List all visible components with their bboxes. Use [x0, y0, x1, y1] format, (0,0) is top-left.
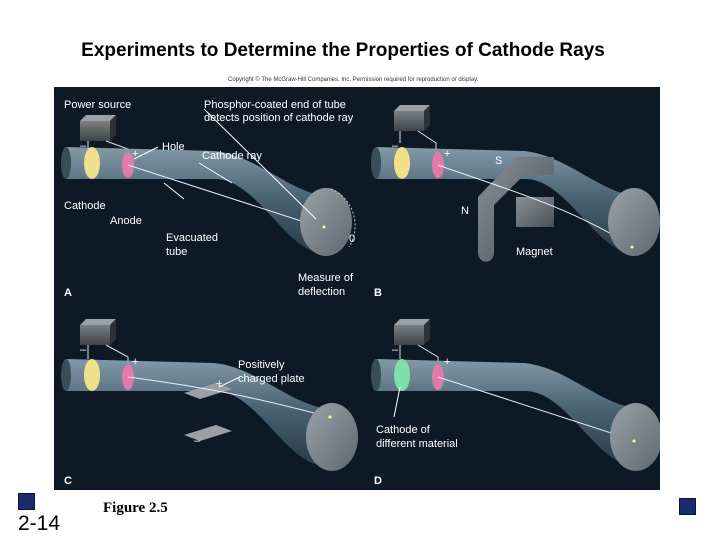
panel-letter-b: B — [374, 287, 382, 299]
cathode-ray-line — [127, 376, 330, 418]
figure-caption: Figure 2.5 — [103, 500, 168, 516]
pointer-plate — [218, 376, 241, 388]
page-title: Experiments to Determine the Properties … — [81, 40, 605, 61]
power-source-box — [80, 319, 116, 345]
nav-square-left — [18, 493, 35, 510]
panel-c: Positively charged plate + – – + C — [61, 319, 358, 487]
magnet-n-label: N — [461, 205, 469, 217]
cathode-ray-line — [437, 164, 633, 248]
phosphor-screen — [610, 403, 660, 471]
panel-letter-a: A — [64, 287, 72, 299]
plate-minus-sign: – — [194, 435, 201, 447]
phosphor-label-line2: detects position of cathode ray — [204, 112, 354, 124]
cathode-disk-different — [394, 359, 410, 391]
pointer-cathode — [393, 386, 401, 418]
evacuated-label-line1: Evacuated — [166, 232, 218, 244]
power-source-box — [394, 105, 430, 131]
tube-end-cap — [61, 147, 71, 179]
hole-label: Hole — [162, 141, 185, 153]
cathode-disk — [394, 147, 410, 179]
plus-sign-a: + — [132, 148, 138, 160]
phosphor-screen — [300, 188, 352, 256]
tube-end-cap — [371, 359, 381, 391]
positive-plate-label-line1: Positively — [238, 359, 285, 371]
cathode-disk — [84, 359, 100, 391]
cathode-material-label-line2: different material — [376, 438, 458, 450]
magnet-pole — [516, 197, 554, 227]
cathode-ray-line — [437, 376, 637, 442]
ray-spot — [630, 245, 634, 249]
power-source-box — [80, 115, 116, 141]
pointer-hole — [133, 146, 159, 160]
figure-svg: Power source Phosphor-coated end of tube… — [61, 99, 660, 487]
tube-end-cap — [371, 147, 381, 179]
magnet-s-label: S — [495, 155, 502, 167]
deflection-scale — [330, 188, 356, 248]
panel-letter-c: C — [64, 475, 72, 487]
cathode-material-label-line1: Cathode of — [376, 424, 431, 436]
ray-spot — [328, 415, 332, 419]
pointer-cathode-ray — [198, 162, 233, 184]
cathode-disk — [84, 147, 100, 179]
minus-sign-a: – — [80, 140, 87, 152]
measure-label-line2: deflection — [298, 286, 345, 298]
zero-label: 0 — [349, 233, 355, 245]
panel-b: S N Magnet – + B — [371, 105, 660, 299]
cathode-ray-figure: Power source Phosphor-coated end of tube… — [54, 87, 660, 490]
negative-plate — [184, 425, 232, 441]
power-source-box — [394, 319, 430, 345]
magnet — [478, 157, 554, 262]
cathode-label: Cathode — [64, 200, 106, 212]
panel-a: Power source Phosphor-coated end of tube… — [61, 99, 356, 299]
plus-sign-d: + — [444, 356, 450, 368]
evacuated-label-line2: tube — [166, 246, 187, 258]
plate-plus-sign: + — [216, 378, 222, 390]
slide-number: 2-14 — [18, 512, 61, 535]
phosphor-label-line1: Phosphor-coated end of tube — [204, 99, 346, 111]
pointer-phosphor — [203, 108, 317, 220]
phosphor-screen — [306, 403, 358, 471]
minus-sign-b: – — [392, 140, 399, 152]
plus-sign-b: + — [444, 148, 450, 160]
magnet-label: Magnet — [516, 246, 553, 258]
anode-label: Anode — [110, 215, 142, 227]
cathode-ray-label: Cathode ray — [202, 150, 262, 162]
ray-spot — [322, 225, 326, 229]
nav-square-right — [679, 498, 696, 515]
measure-label-line1: Measure of — [298, 272, 354, 284]
power-source-label: Power source — [64, 99, 131, 111]
plus-sign-c: + — [132, 356, 138, 368]
positive-plate-label-line2: charged plate — [238, 373, 305, 385]
minus-sign-c: – — [80, 344, 87, 356]
panel-letter-d: D — [374, 475, 382, 487]
cathode-ray-line — [127, 164, 327, 230]
minus-sign-d: – — [392, 344, 399, 356]
phosphor-screen — [608, 188, 660, 256]
evacuated-tube — [376, 147, 629, 253]
pointer-evacuated — [163, 182, 185, 200]
ray-spot — [632, 439, 636, 443]
tube-end-cap — [61, 359, 71, 391]
copyright-notice: Copyright © The McGraw-Hill Companies, I… — [228, 77, 479, 83]
panel-d: Cathode of different material – + D — [371, 319, 660, 487]
